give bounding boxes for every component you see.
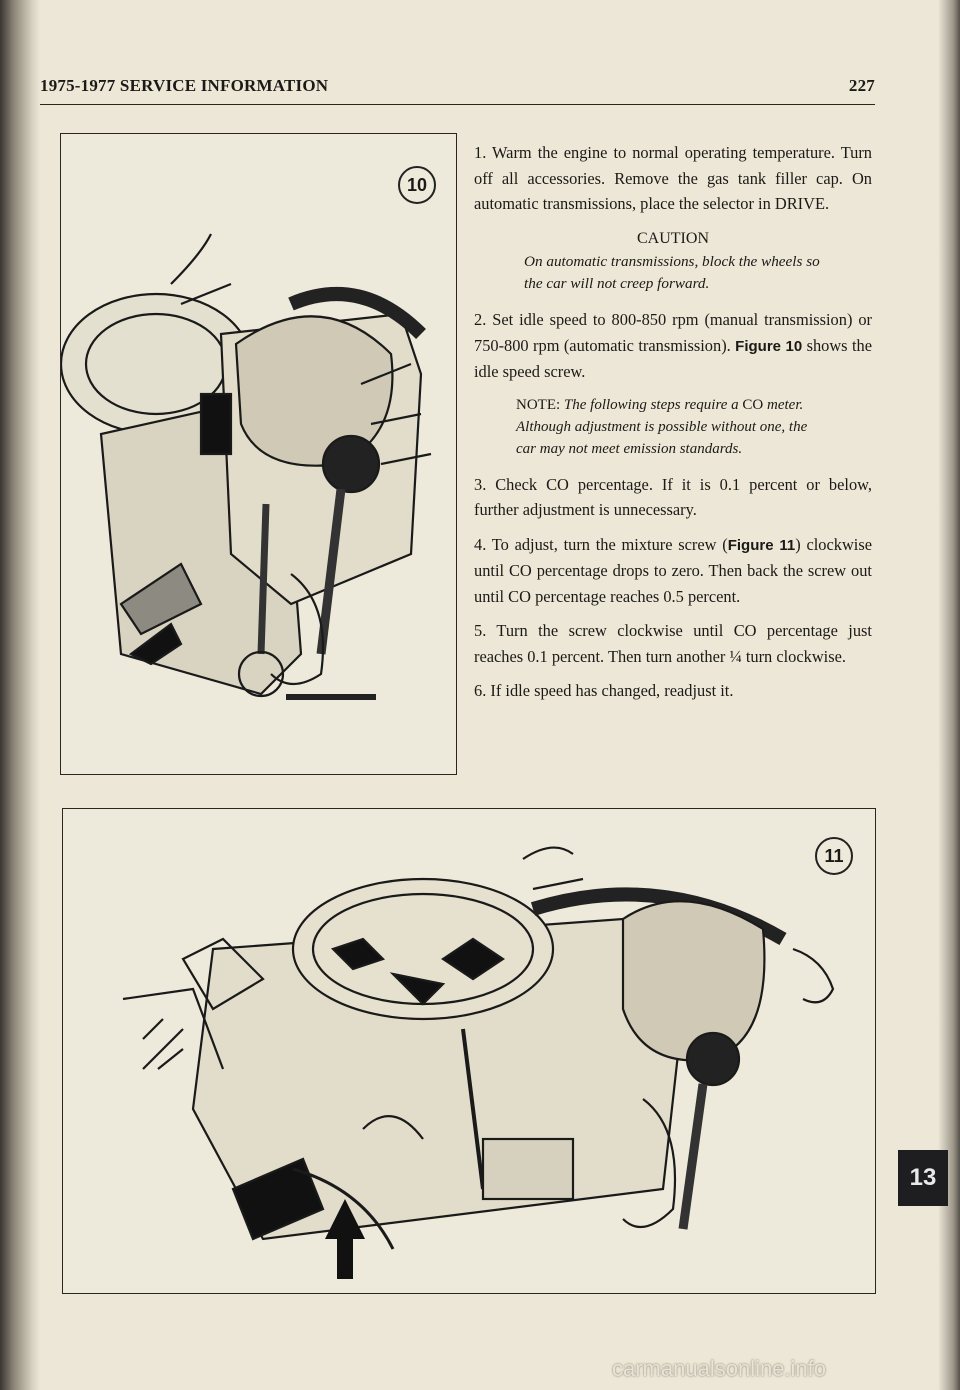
step-4-text-a: 4. To adjust, turn the mixture screw ( xyxy=(474,534,728,554)
note-co: CO xyxy=(742,396,764,413)
step-4: 4. To adjust, turn the mixture screw (Fi… xyxy=(474,532,872,610)
step-4-text-b: ) clockwise until xyxy=(474,534,872,581)
caution-text: On automatic transmissions, block the wh… xyxy=(524,253,820,292)
figure-10-illustration xyxy=(61,233,432,700)
watermark: carmanualsonline.info xyxy=(612,1356,827,1381)
figure-10: 10 xyxy=(60,133,457,775)
step-2-suffix: shows the idle speed screw. xyxy=(474,335,872,382)
instructions-column: 1. Warm the engine to normal operating t… xyxy=(474,140,872,713)
note-text-1: The following steps require a xyxy=(563,396,739,413)
figure-11-number: 11 xyxy=(815,837,853,875)
step-1-drive: DRIVE xyxy=(774,194,825,213)
step-1-suffix: . xyxy=(824,194,830,213)
page-edge xyxy=(938,0,960,1390)
chapter-tab: 13 xyxy=(898,1150,948,1206)
note: NOTE: The following steps require a CO m… xyxy=(516,394,830,460)
step-5: 5. Turn the screw clockwise until CO per… xyxy=(474,618,872,669)
step-4-co-2: CO xyxy=(508,586,531,606)
step-2: 2. Set idle speed to 800-850 rpm (manual… xyxy=(474,307,872,385)
figure-11: 11 xyxy=(62,808,876,1294)
step-3-co: CO xyxy=(546,474,569,494)
running-header: 1975-1977 SERVICE INFORMATION 227 xyxy=(40,76,875,100)
step-3: 3. Check CO percentage. If it is 0.1 per… xyxy=(474,472,872,523)
step-5-co: CO xyxy=(733,621,757,640)
step-4-figure-ref: Figure 11 xyxy=(727,536,796,554)
note-label: NOTE: xyxy=(516,396,561,413)
note-text-2: meter. Although adjustment is possible w… xyxy=(516,396,808,457)
step-6: 6. If idle speed has changed, readjust i… xyxy=(474,681,734,700)
step-3-text-b: percentage. If it is 0.1 percent or belo… xyxy=(474,474,873,520)
caution-heading: CAUTION xyxy=(637,229,709,247)
page-number: 227 xyxy=(848,76,875,95)
step-2-text: 2. Set idle speed to 800-850 rpm (manual… xyxy=(474,310,872,355)
figure-10-number: 10 xyxy=(398,166,436,204)
step-4-text-d: percentage reaches 0.5 percent. xyxy=(535,586,741,606)
header-title: 1975-1977 SERVICE INFORMATION xyxy=(40,76,329,95)
step-4-co-1: CO xyxy=(508,561,532,580)
step-1-text: 1. Warm the engine to normal operating t… xyxy=(474,143,872,213)
header-rule xyxy=(40,104,875,105)
step-4-text-c: percentage drops to zero. Then back the … xyxy=(474,561,872,606)
step-5-text-b: percentage just reaches 0.1 percent. The… xyxy=(474,621,872,666)
step-3-text-a: 3. Check xyxy=(474,474,538,494)
step-5-text-a: 5. Turn the screw clockwise until xyxy=(474,621,724,640)
step-1: 1. Warm the engine to normal operating t… xyxy=(474,140,872,217)
step-2-figure-ref: Figure 10 xyxy=(735,337,803,355)
figure-11-illustration xyxy=(122,846,835,1279)
binding-shadow xyxy=(0,0,40,1390)
